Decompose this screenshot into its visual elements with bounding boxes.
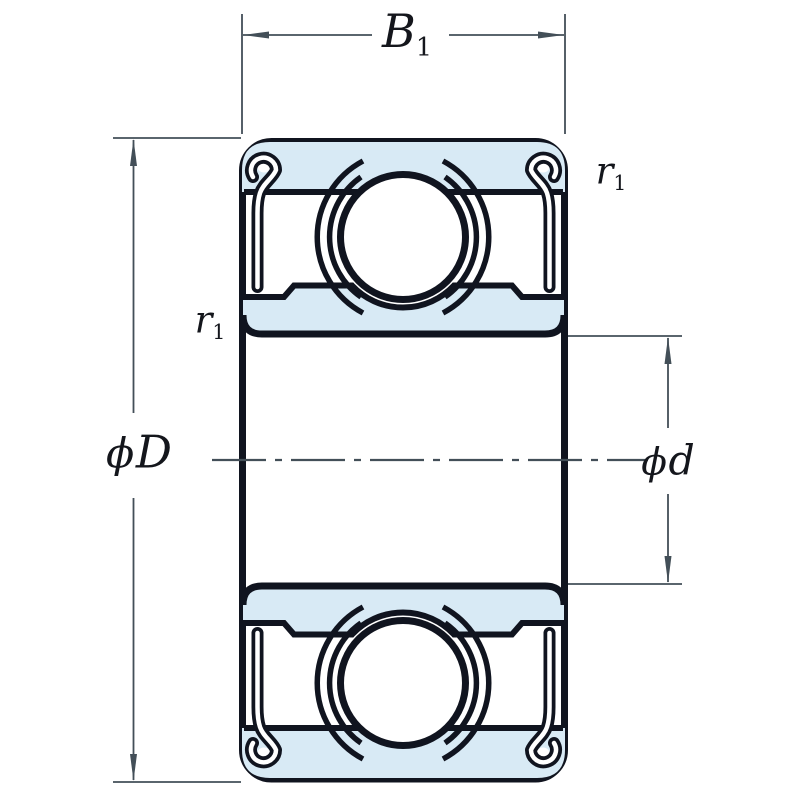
- label-bore-diameter: ϕd: [641, 439, 694, 484]
- dimension-phid: [568, 335, 682, 585]
- label-corner-radius-left: r1: [194, 298, 226, 345]
- phi-symbol: ϕ: [641, 439, 667, 484]
- label-corner-top-sub: 1: [613, 171, 627, 196]
- bore-line-bottom: [239, 582, 568, 606]
- bore-line-top: [239, 314, 568, 338]
- ball-bottom: [337, 617, 469, 749]
- label-corner-top-base: r: [595, 149, 614, 193]
- label-corner-left-sub: 1: [212, 320, 226, 345]
- label-outer-diameter-letter: D: [135, 425, 172, 479]
- label-corner-radius-top: r1: [595, 149, 627, 196]
- label-outer-diameter: ϕD: [106, 429, 172, 474]
- inner-ring-top: [239, 282, 568, 338]
- dimension-B1: [241, 14, 566, 134]
- inner-ring-bottom: [239, 582, 568, 638]
- ball-top: [337, 171, 469, 303]
- dimension-phiD: [113, 137, 241, 783]
- cage-top: [314, 158, 492, 316]
- phi-symbol: ϕ: [106, 429, 135, 478]
- label-corner-left-base: r: [194, 298, 213, 342]
- cage-bottom: [314, 604, 492, 762]
- label-width-B1: B1: [382, 8, 432, 60]
- label-bore-diameter-letter: d: [668, 436, 695, 485]
- label-width-base: B: [382, 4, 416, 58]
- outer-ring-bottom: [242, 728, 565, 778]
- label-width-sub: 1: [415, 32, 432, 62]
- outer-ring-top: [242, 142, 565, 192]
